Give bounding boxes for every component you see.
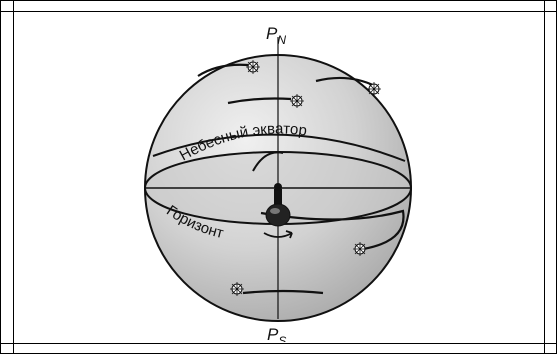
- star-icon: [353, 242, 367, 256]
- rotation-arrow-icon: [263, 230, 293, 239]
- star-icon: [290, 94, 304, 108]
- star-path-5: [242, 289, 324, 295]
- table-divider-right: [544, 1, 545, 353]
- altitude-arc: [252, 151, 284, 172]
- star-icon: [246, 60, 260, 74]
- star-path-4: [260, 209, 405, 251]
- table-divider-left: [13, 1, 14, 353]
- table-divider-top: [1, 11, 556, 12]
- observer-icon: [265, 183, 291, 227]
- star-path-3: [315, 76, 376, 87]
- star-icon: [230, 282, 244, 296]
- table-divider-bottom: [1, 343, 556, 344]
- star-path-2: [227, 97, 292, 105]
- celestial-sphere-diagram: PN PS Небесный экватор Горизонт: [144, 24, 412, 342]
- star-icon: [367, 82, 381, 96]
- north-pole-label: PN: [266, 24, 286, 47]
- celestial-equator-line: [152, 133, 406, 162]
- star-path-1: [197, 63, 249, 77]
- south-pole-label: PS: [267, 325, 286, 342]
